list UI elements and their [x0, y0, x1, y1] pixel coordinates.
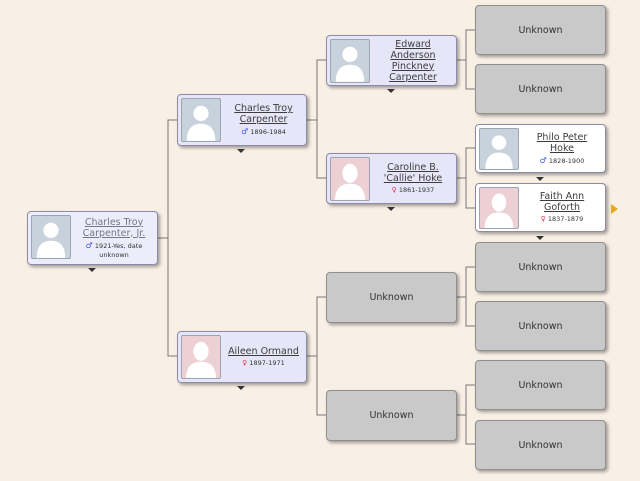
person-name-link[interactable]: Caroline B. 'Callie' Hoke	[383, 162, 443, 184]
person-dates: ♂ 1828-1900	[540, 156, 585, 166]
dates-text: 1896-1984	[250, 128, 286, 136]
person-dates: ♀ 1861-1937	[392, 186, 435, 195]
unknown-ancestor-card[interactable]: Unknown	[475, 301, 606, 351]
person-name-link[interactable]: Aileen Ormand	[228, 346, 299, 357]
person-dates: ♂ 1921-Yes, date unknown	[74, 241, 154, 260]
female-avatar-icon	[181, 335, 221, 379]
person-dates: ♂ 1896-1984	[241, 127, 286, 137]
person-dates: ♀ 1837-1879	[541, 215, 584, 224]
unknown-ancestor-card[interactable]: Unknown	[326, 390, 457, 441]
female-symbol-icon: ♀	[242, 359, 248, 367]
unknown-ancestor-card[interactable]: Unknown	[475, 5, 606, 55]
male-avatar-icon	[479, 128, 519, 170]
dates-text: 1921-Yes, date unknown	[94, 241, 143, 259]
unknown-ancestor-card[interactable]: Unknown	[475, 420, 606, 470]
expand-caret-icon[interactable]	[237, 386, 245, 390]
unknown-ancestor-card[interactable]: Unknown	[475, 360, 606, 410]
expand-caret-icon[interactable]	[536, 177, 544, 181]
male-avatar-icon	[181, 98, 221, 142]
male-symbol-icon: ♂	[241, 127, 249, 136]
father-card[interactable]: Charles Troy Carpenter ♂ 1896-1984	[177, 94, 307, 146]
dates-text: 1837-1879	[547, 215, 584, 223]
dates-text: 1861-1937	[398, 186, 435, 194]
great-grandmother-goforth-card[interactable]: Faith Ann Goforth ♀ 1837-1879	[475, 183, 606, 232]
unknown-ancestor-card[interactable]: Unknown	[326, 272, 457, 323]
female-avatar-icon	[479, 187, 519, 229]
male-symbol-icon: ♂	[539, 155, 547, 165]
female-symbol-icon: ♀	[540, 215, 546, 223]
male-symbol-icon: ♂	[85, 240, 93, 250]
expand-caret-icon[interactable]	[88, 268, 96, 272]
dates-text: 1897-1971	[249, 359, 285, 367]
root-person-card[interactable]: Charles Troy Carpenter, Jr. ♂ 1921-Yes, …	[27, 211, 158, 265]
person-dates: ♀ 1897-1971	[242, 359, 285, 368]
dates-text: 1828-1900	[548, 156, 585, 165]
female-symbol-icon: ♀	[391, 186, 397, 194]
mother-card[interactable]: Aileen Ormand ♀ 1897-1971	[177, 331, 307, 383]
expand-caret-icon[interactable]	[536, 236, 544, 240]
great-grandfather-hoke-card[interactable]: Philo Peter Hoke ♂ 1828-1900	[475, 124, 606, 173]
arrow-right-icon[interactable]	[611, 204, 618, 214]
male-avatar-icon	[31, 215, 71, 259]
person-name-link[interactable]: Charles Troy Carpenter, Jr.	[82, 216, 146, 239]
person-name-link[interactable]: Charles Troy Carpenter	[234, 103, 293, 125]
paternal-grandfather-card[interactable]: Edward Anderson Pinckney Carpenter	[326, 35, 457, 86]
expand-caret-icon[interactable]	[387, 207, 395, 211]
expand-caret-icon[interactable]	[387, 89, 395, 93]
unknown-ancestor-card[interactable]: Unknown	[475, 242, 606, 292]
person-name-link[interactable]: Philo Peter Hoke	[536, 131, 588, 154]
paternal-grandmother-card[interactable]: Caroline B. 'Callie' Hoke ♀ 1861-1937	[326, 153, 457, 204]
person-name-link[interactable]: Edward Anderson Pinckney Carpenter	[389, 38, 437, 83]
female-avatar-icon	[330, 157, 370, 201]
male-avatar-icon	[330, 39, 370, 83]
expand-caret-icon[interactable]	[237, 149, 245, 153]
person-name-link[interactable]: Faith Ann Goforth	[539, 191, 585, 213]
unknown-ancestor-card[interactable]: Unknown	[475, 64, 606, 114]
